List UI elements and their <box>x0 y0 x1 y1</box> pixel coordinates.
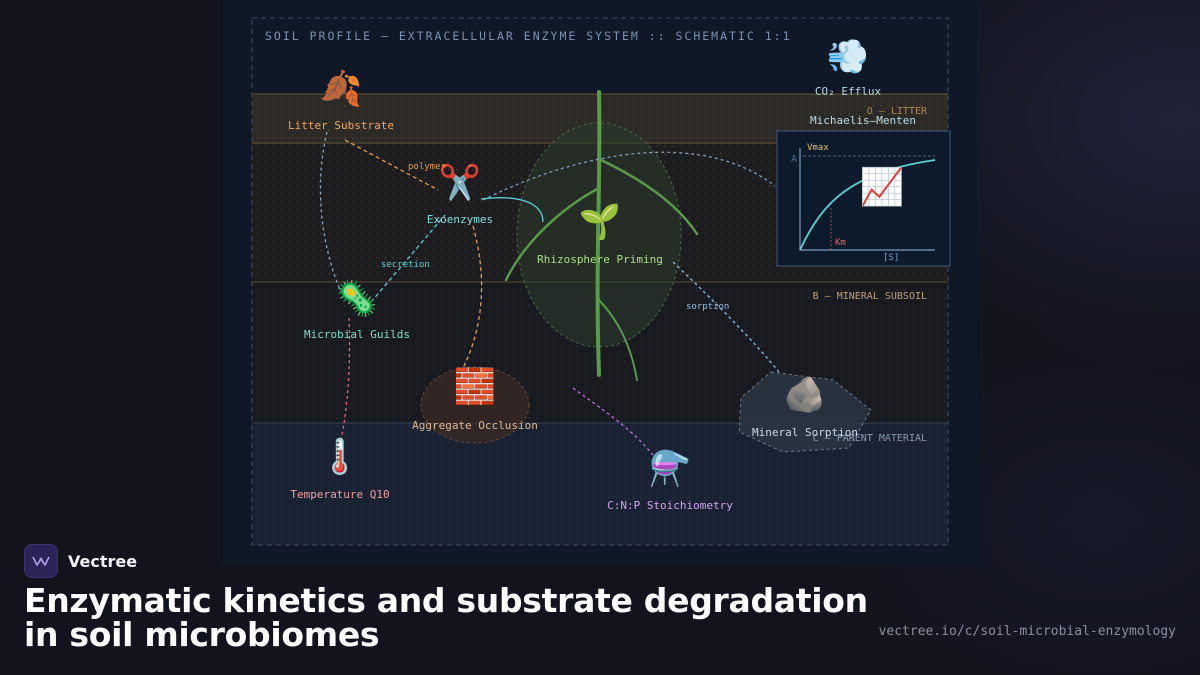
chart-increasing-icon: 📈 <box>859 167 905 208</box>
brick-icon: 🧱 <box>453 367 497 407</box>
node-microbes-label: Microbial Guilds <box>304 328 410 341</box>
diagram-frame <box>251 17 949 546</box>
edge-exoenzymes-rhizosphere <box>480 197 544 223</box>
page-headline: Enzymatic kinetics and substrate degrada… <box>24 581 868 654</box>
horizon-label-o: O — LITTER <box>866 106 927 117</box>
thermometer-icon: 🌡️ <box>318 437 362 477</box>
edge-litter-exoenzymes <box>344 139 439 191</box>
kinetics-km: Km <box>835 238 846 248</box>
edge-label-secretion: secretion <box>381 260 430 270</box>
plant-root <box>504 90 699 381</box>
node-mineral-label: Mineral Sorption <box>752 426 858 439</box>
edge-aggregate-stoich <box>572 387 654 456</box>
horizon-label-c: C — PARENT MATERIAL <box>812 433 927 444</box>
node-litter-label: Litter Substrate <box>288 119 394 132</box>
brand-name: Vectree <box>68 551 138 571</box>
node-exoenzymes-label: Exoenzymes <box>426 213 494 226</box>
kinetics-vmax: Vmax <box>807 143 829 153</box>
diagram-canvas <box>251 17 951 546</box>
node-rhizosphere-label: Rhizosphere Priming <box>537 253 663 266</box>
node-stoich-label: C:N:P Stoichiometry <box>607 499 733 512</box>
node-temperature-label: Temperature Q10 <box>290 488 390 501</box>
edges <box>319 131 780 456</box>
edge-microbes-exoenzymes <box>370 214 446 303</box>
cloud-icon: 💨 <box>826 37 870 77</box>
flask-icon: ⚗️ <box>648 449 692 489</box>
aggregate-zone <box>420 366 530 444</box>
fallen-leaves-icon: 🍂 <box>319 69 363 109</box>
brand-logo-icon <box>24 544 58 578</box>
seedling-icon: 🌱 <box>578 202 622 242</box>
microbe-icon: 🦠 <box>335 279 379 319</box>
kinetics-panel <box>776 130 951 267</box>
soil-profile-diagram: SOIL PROFILE — EXTRACELLULAR ENZYME SYST… <box>223 0 977 565</box>
michaelis-menten-curve <box>799 159 936 251</box>
edge-label-polymer: polymer <box>408 162 446 172</box>
edge-rhizosphere-mineral <box>672 261 780 373</box>
kinetics-substrate: [S] <box>883 253 900 263</box>
brand: Vectree <box>24 544 137 578</box>
kinetics-title: Michaelis–Menten <box>810 114 916 127</box>
diagram-title: SOIL PROFILE — EXTRACELLULAR ENZYME SYST… <box>265 29 792 43</box>
horizon-label-a: A <box>791 154 798 165</box>
source-url[interactable]: vectree.io/c/soil-microbial-enzymology <box>878 624 1176 639</box>
node-co2-label: CO₂ Efflux <box>814 85 882 98</box>
horizon-label-b: B — MINERAL SUBSOIL <box>812 291 927 302</box>
edge-label-sorption: sorption <box>686 302 730 312</box>
scissors-icon: ✂️ <box>438 163 482 203</box>
edge-exoenzymes-kinetics <box>482 151 776 201</box>
node-aggregate-label: Aggregate Occlusion <box>412 419 538 432</box>
mineral-zone <box>738 371 872 453</box>
rock-icon: 🪨 <box>783 375 827 415</box>
edge-litter-microbes <box>319 131 342 293</box>
edge-exoenzymes-aggregate <box>460 225 483 373</box>
